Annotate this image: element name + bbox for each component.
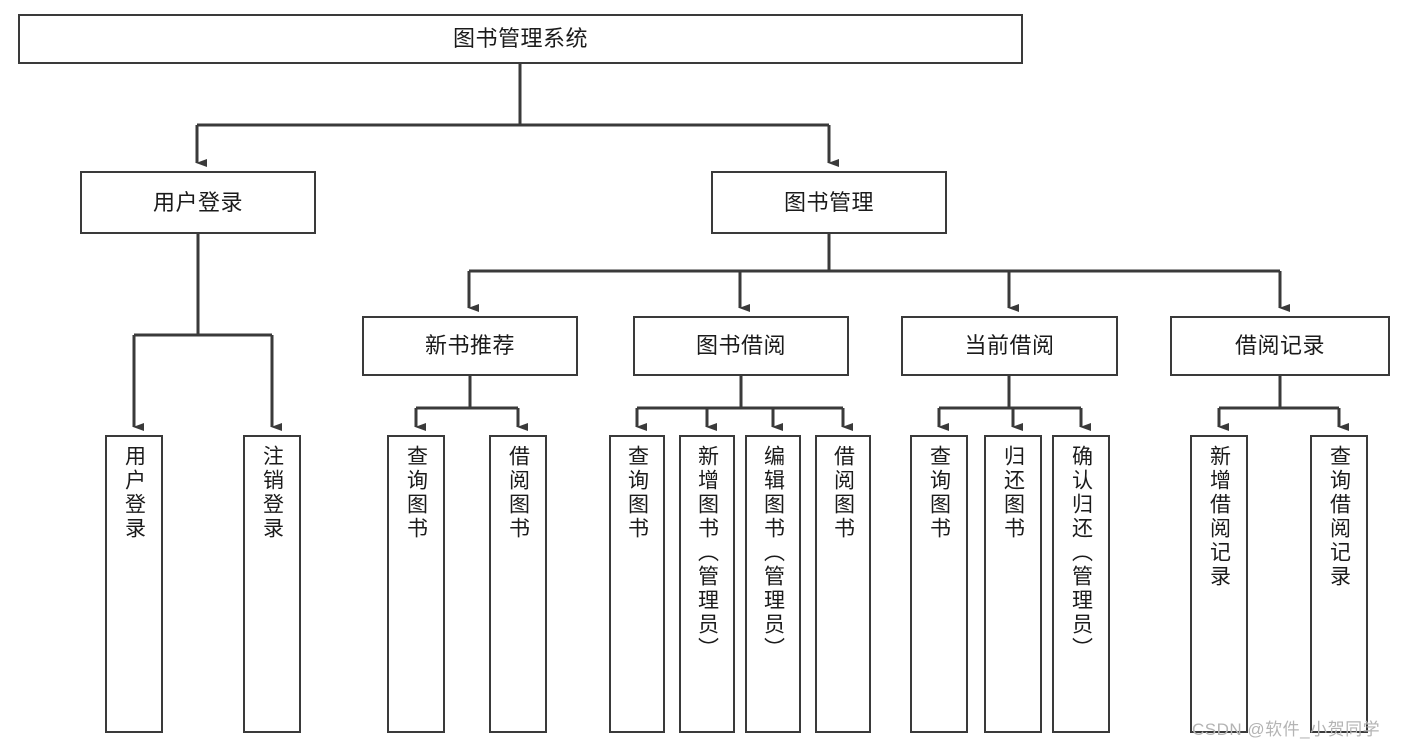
leaf-logout[interactable]: 注销登录 — [243, 435, 301, 733]
leaf-borrow-book-recommend[interactable]: 借阅图书 — [489, 435, 547, 733]
leaf-confirm-return-admin[interactable]: 确认归还（管理员） — [1052, 435, 1110, 733]
csdn-watermark: CSDN @软件_小贺同学 — [1192, 720, 1381, 739]
leaf-query-book-current-label: 查询图书 — [927, 445, 951, 541]
node-book-borrow[interactable]: 图书借阅 — [633, 316, 849, 376]
node-borrow-record[interactable]: 借阅记录 — [1170, 316, 1390, 376]
leaf-user-login[interactable]: 用户登录 — [105, 435, 163, 733]
leaf-return-book-label: 归还图书 — [1001, 445, 1025, 541]
node-current-borrow[interactable]: 当前借阅 — [901, 316, 1118, 376]
node-user-login[interactable]: 用户登录 — [80, 171, 316, 234]
node-current-borrow-label: 当前借阅 — [964, 333, 1055, 359]
node-book-borrow-label: 图书借阅 — [695, 333, 786, 359]
leaf-edit-book-admin-label: 编辑图书（管理员） — [761, 445, 785, 661]
node-root-label: 图书管理系统 — [452, 26, 588, 52]
leaf-add-borrow-record[interactable]: 新增借阅记录 — [1190, 435, 1248, 733]
node-new-book-recommend-label: 新书推荐 — [424, 333, 515, 359]
leaf-add-borrow-record-label: 新增借阅记录 — [1207, 445, 1231, 589]
leaf-borrow-book-label: 借阅图书 — [831, 445, 855, 541]
leaf-query-book-current[interactable]: 查询图书 — [910, 435, 968, 733]
node-book-management[interactable]: 图书管理 — [711, 171, 947, 234]
leaf-logout-label: 注销登录 — [260, 445, 284, 541]
leaf-confirm-return-admin-label: 确认归还（管理员） — [1069, 445, 1093, 661]
node-user-login-label: 用户登录 — [152, 189, 243, 215]
node-root[interactable]: 图书管理系统 — [18, 14, 1023, 64]
leaf-query-book-recommend[interactable]: 查询图书 — [387, 435, 445, 733]
leaf-borrow-book[interactable]: 借阅图书 — [815, 435, 871, 733]
leaf-borrow-book-recommend-label: 借阅图书 — [506, 445, 530, 541]
leaf-edit-book-admin[interactable]: 编辑图书（管理员） — [745, 435, 801, 733]
leaf-return-book[interactable]: 归还图书 — [984, 435, 1042, 733]
leaf-query-borrow-record[interactable]: 查询借阅记录 — [1310, 435, 1368, 733]
leaf-query-book-recommend-label: 查询图书 — [404, 445, 428, 541]
leaf-query-book-borrow[interactable]: 查询图书 — [609, 435, 665, 733]
leaf-add-book-admin-label: 新增图书（管理员） — [695, 445, 719, 661]
node-new-book-recommend[interactable]: 新书推荐 — [362, 316, 578, 376]
leaf-add-book-admin[interactable]: 新增图书（管理员） — [679, 435, 735, 733]
leaf-query-borrow-record-label: 查询借阅记录 — [1327, 445, 1351, 589]
leaf-user-login-label: 用户登录 — [122, 445, 146, 541]
node-borrow-record-label: 借阅记录 — [1234, 333, 1325, 359]
leaf-query-book-borrow-label: 查询图书 — [625, 445, 649, 541]
node-book-management-label: 图书管理 — [783, 189, 874, 215]
